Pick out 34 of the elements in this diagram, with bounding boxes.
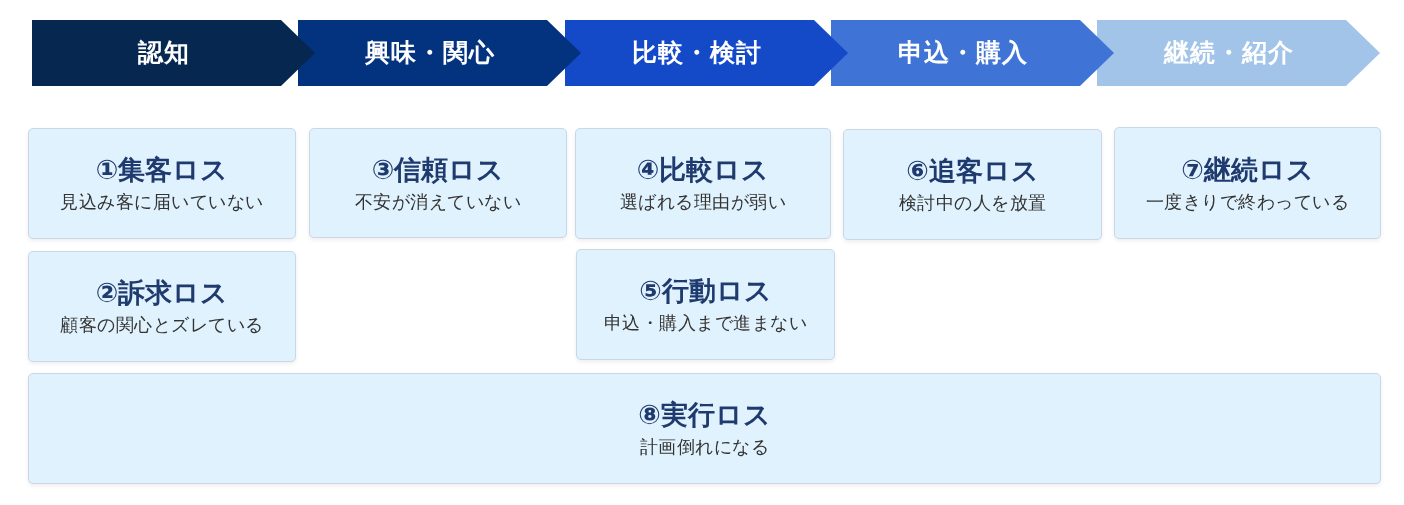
stage-band	[298, 20, 581, 86]
stage-band	[32, 20, 315, 86]
stage-band	[1097, 20, 1380, 86]
card-description: 計画倒れになる	[639, 435, 770, 459]
card-title: ⑥追客ロス	[906, 154, 1039, 189]
loss-card	[309, 128, 567, 238]
card-title: ⑤行動ロス	[639, 274, 772, 309]
loss-card	[28, 373, 1381, 484]
card-description: 申込・購入まで進まない	[603, 311, 808, 335]
card-description: 一度きりで終わっている	[1145, 189, 1350, 214]
loss-card	[28, 128, 296, 239]
card-title: ②訴求ロス	[95, 276, 229, 311]
stage-label: 申込・購入	[898, 38, 1029, 68]
stage-label: 継続・紹介	[1164, 38, 1295, 68]
card-title: ⑦継続ロス	[1181, 152, 1314, 187]
card-description: 不安が消えていない	[354, 189, 522, 214]
card-description: 見込み客に届いていない	[60, 190, 264, 214]
card-title: ①集客ロス	[95, 153, 229, 188]
card-title: ⑧実行ロス	[638, 398, 771, 433]
card-title: ④比較ロス	[636, 153, 770, 188]
loss-card	[575, 128, 831, 239]
stage-band	[565, 20, 848, 86]
stage-label: 比較・検討	[632, 38, 763, 68]
loss-card	[28, 251, 296, 362]
stage-label: 興味・関心	[365, 38, 496, 68]
loss-card	[1114, 127, 1381, 239]
loss-card	[843, 129, 1102, 240]
card-title: ③信頼ロス	[371, 152, 505, 187]
stage-band	[831, 20, 1114, 86]
card-description: 顧客の関心とズレている	[60, 313, 264, 337]
loss-card	[576, 249, 835, 360]
card-description: 検討中の人を放置	[898, 191, 1047, 215]
card-description: 選ばれる理由が弱い	[619, 190, 787, 214]
stage-label: 認知	[138, 38, 191, 68]
